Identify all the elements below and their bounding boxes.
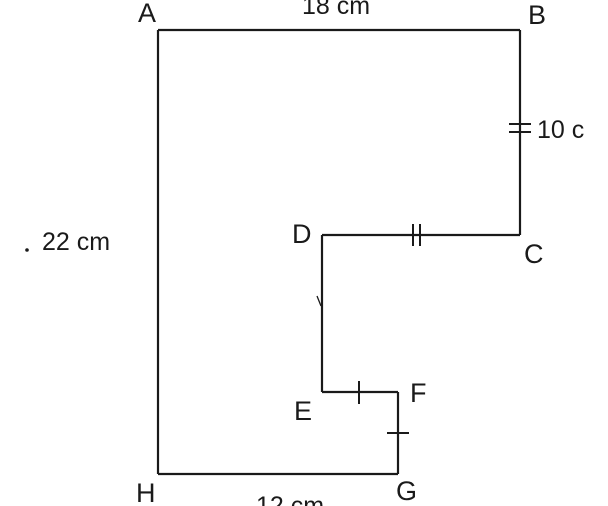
- vertex-label-g: G: [396, 476, 417, 506]
- vertex-label-d: D: [292, 219, 312, 249]
- measurement-ah: 22 cm: [42, 228, 110, 256]
- vertex-label-h: H: [136, 478, 156, 506]
- vertex-label-e: E: [294, 396, 312, 426]
- measurement-bc: 10 c: [537, 116, 584, 144]
- tick-marks-cd: [412, 224, 421, 246]
- tick-marks-bc: [509, 123, 531, 133]
- vertex-label-c: C: [524, 239, 544, 269]
- measurement-hg: 12 cm: [256, 492, 324, 506]
- vertex-label-a: A: [138, 0, 156, 28]
- stray-dot: [25, 248, 29, 252]
- vertex-label-f: F: [410, 378, 427, 408]
- vertex-label-b: B: [528, 0, 546, 30]
- measurement-ab: 18 cm: [302, 0, 370, 20]
- stray-mark: [316, 295, 322, 307]
